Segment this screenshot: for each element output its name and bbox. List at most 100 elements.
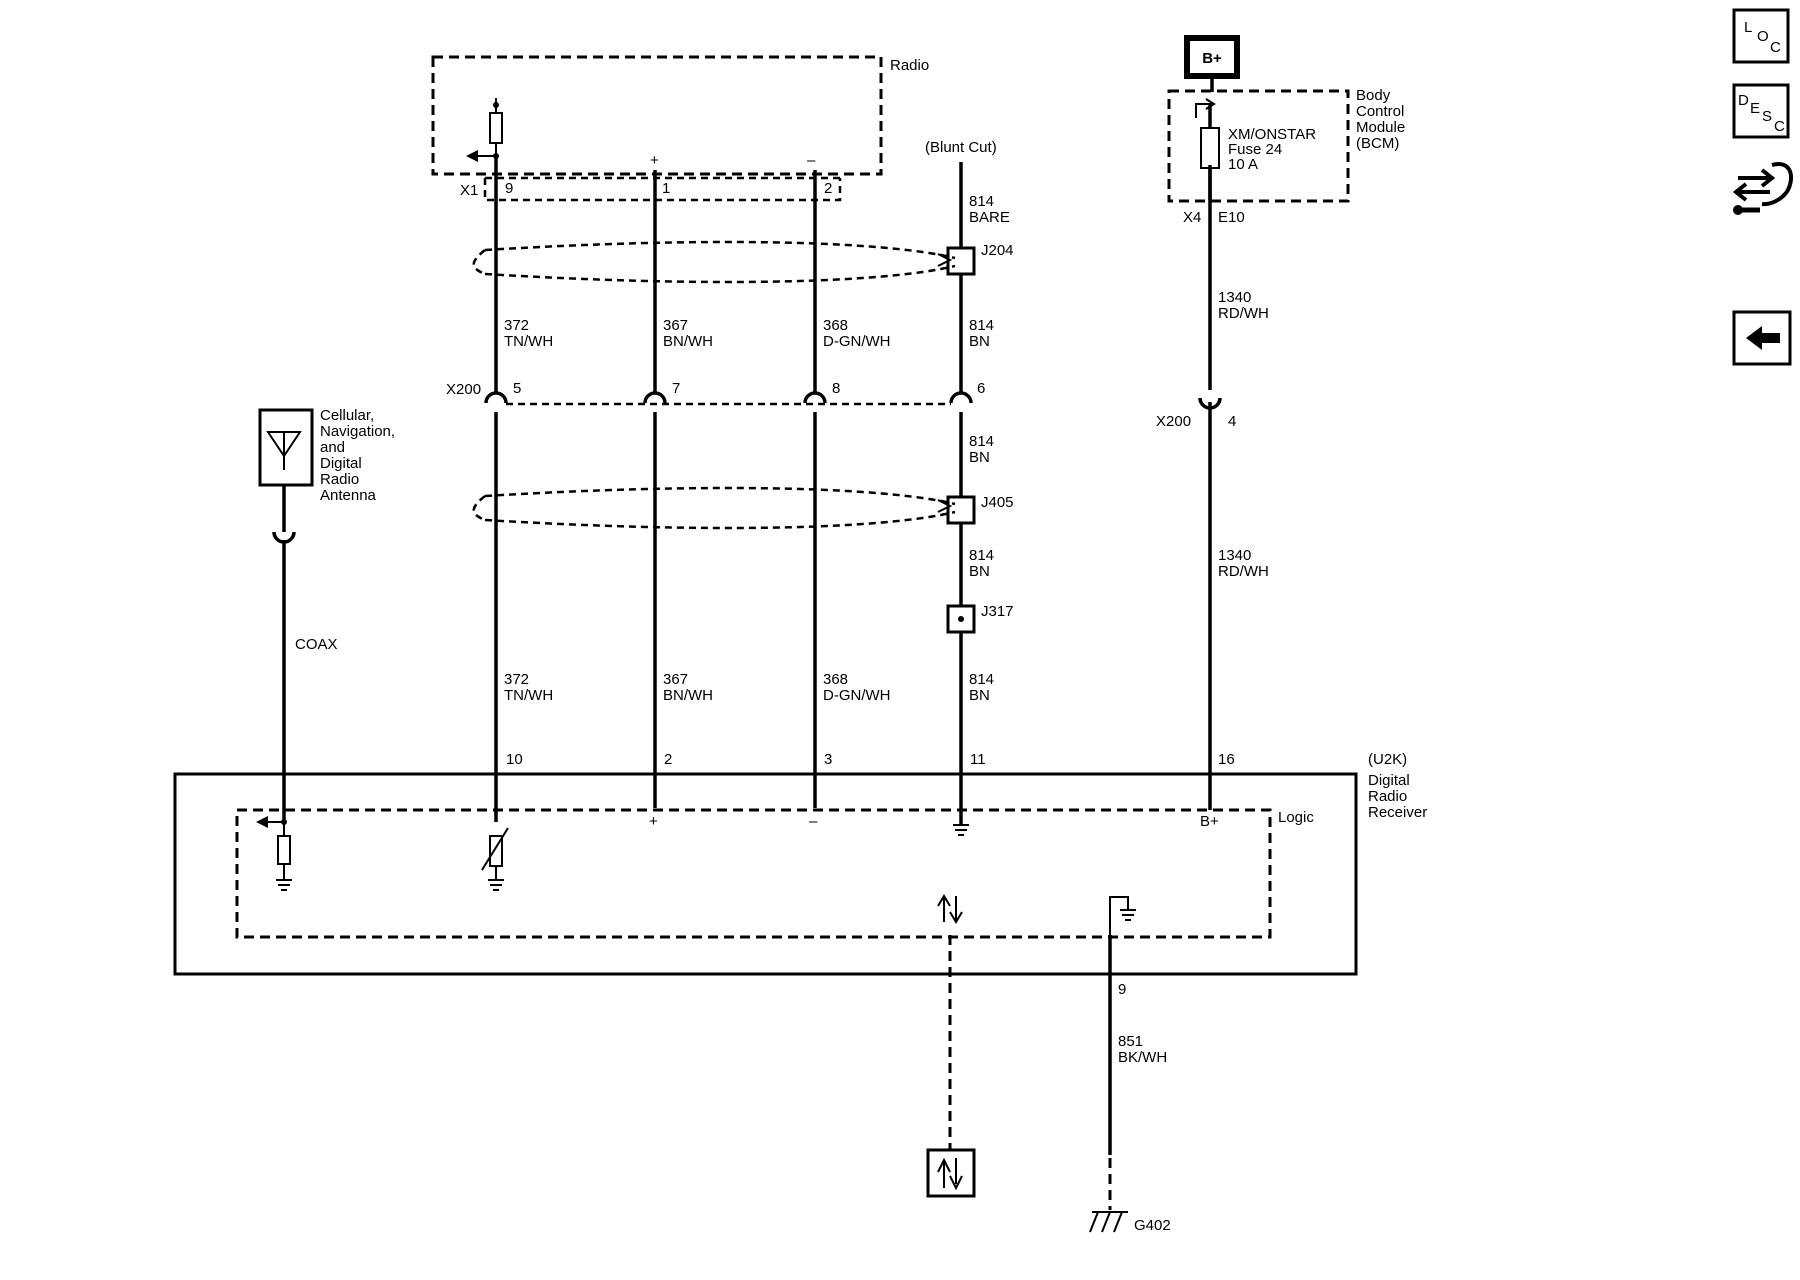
x200-pin-6: 6 (977, 380, 985, 397)
wire-814-c-circuit: 814 (969, 547, 994, 564)
bcm-label-line4: (BCM) (1356, 135, 1399, 152)
radio-module: Radio + – (431, 55, 929, 176)
blunt-cut-label: (Blunt Cut) (925, 139, 997, 156)
wire-1340-b-circuit: 1340 (1218, 547, 1251, 564)
shield-lower (472, 486, 956, 530)
x200-pin-8: 8 (832, 380, 840, 397)
wire-1340 (1198, 165, 1222, 810)
desc-letter-e: E (1750, 100, 1760, 117)
wire-368-top-circuit: 368 (823, 317, 848, 334)
splice-j405: J405 (981, 494, 1014, 511)
wire-368-top-color: D-GN/WH (823, 333, 891, 350)
x200-pin-5: 5 (513, 380, 521, 397)
b-plus-label: B+ (1202, 50, 1222, 67)
antenna-label-line6: Antenna (320, 487, 377, 504)
receiver-label-line1: Digital (1368, 772, 1410, 789)
wire-851-circuit: 851 (1118, 1033, 1143, 1050)
loc-letter-o: O (1757, 28, 1769, 45)
u2k-pin-16: 16 (1218, 751, 1235, 768)
coax-label: COAX (295, 636, 338, 653)
wire-372 (484, 158, 508, 822)
wire-1340-b-color: RD/WH (1218, 563, 1269, 580)
digital-radio-receiver: (U2K) Digital Radio Receiver Logic 10 2 … (173, 751, 1427, 998)
receiver-bplus-label: B+ (1200, 813, 1219, 830)
wire-367-top-circuit: 367 (663, 317, 688, 334)
desc-letter-s: S (1762, 108, 1772, 125)
bcm-label-line2: Control (1356, 103, 1404, 120)
ground-wire-851: 851 BK/WH G402 (1089, 935, 1171, 1234)
desc-button[interactable]: D E S C (1732, 83, 1790, 139)
fuse-name: XM/ONSTAR (1228, 126, 1316, 143)
receiver-ref: (U2K) (1368, 751, 1407, 768)
wire-1340-a-color: RD/WH (1218, 305, 1269, 322)
wire-372-bot-color: TN/WH (504, 687, 553, 704)
logic-label: Logic (1278, 809, 1314, 826)
wire-367 (643, 170, 667, 808)
fuse-rating: 10 A (1228, 156, 1258, 173)
wire-814-b-color: BN (969, 449, 990, 466)
loc-button[interactable]: L O C (1732, 8, 1790, 64)
back-arrow-icon[interactable] (1732, 310, 1792, 366)
bcm-module: B+ XM/ONSTAR Fuse 24 10 A Body Control M… (1167, 35, 1405, 226)
u2k-pin-9: 9 (1118, 981, 1126, 998)
loc-letter-c: C (1770, 39, 1781, 56)
wire-814-a-color: BN (969, 333, 990, 350)
wire-851-color: BK/WH (1118, 1049, 1167, 1066)
x200-labels: X200 5 7 8 6 X200 4 (446, 380, 1236, 430)
u2k-pin-10: 10 (506, 751, 523, 768)
x1-label: X1 (460, 182, 478, 199)
x200-pin-4: 4 (1228, 413, 1236, 430)
antenna-label-line2: Navigation, (320, 423, 395, 440)
wire-coax (272, 485, 296, 822)
receiver-plus-symbol: + (649, 813, 658, 830)
fuse-number: Fuse 24 (1228, 141, 1282, 158)
wire-814-bare-circuit: 814 (969, 193, 994, 210)
serial-data-box (926, 1148, 976, 1198)
antenna-label-line4: Digital (320, 455, 362, 472)
wire-368-bot-color: D-GN/WH (823, 687, 891, 704)
connector-view-icon[interactable] (1732, 162, 1793, 215)
wire-372-top-circuit: 372 (504, 317, 529, 334)
bcm-label-line3: Module (1356, 119, 1405, 136)
wire-367-top-color: BN/WH (663, 333, 713, 350)
receiver-minus-symbol: – (809, 813, 818, 830)
wire-814-d-color: BN (969, 687, 990, 704)
receiver-label-line2: Radio (1368, 788, 1407, 805)
x4-pin-e10: E10 (1218, 209, 1245, 226)
serial-data-line (926, 935, 976, 1198)
wire-372-top-color: TN/WH (504, 333, 553, 350)
wire-367-bot-circuit: 367 (663, 671, 688, 688)
x200-left-label: X200 (446, 381, 481, 398)
wire-814 (946, 162, 976, 825)
bcm-label-line1: Body (1356, 87, 1391, 104)
splice-j204: J204 (981, 242, 1014, 259)
radio-minus-symbol: – (807, 152, 816, 169)
radio-plus-symbol: + (650, 152, 659, 169)
radio-label: Radio (890, 57, 929, 74)
x1-connector: X1 9 1 2 (460, 176, 842, 202)
antenna-label-line3: and (320, 439, 345, 456)
x200-right-label: X200 (1156, 413, 1191, 430)
splice-j317: J317 (981, 603, 1014, 620)
u2k-pin-2: 2 (664, 751, 672, 768)
x1-pin-2: 2 (824, 180, 832, 197)
x200-pin-7: 7 (672, 380, 680, 397)
wire-814-c-color: BN (969, 563, 990, 580)
wire-814-d-circuit: 814 (969, 671, 994, 688)
loc-letter-l: L (1744, 19, 1752, 36)
antenna-label-line5: Radio (320, 471, 359, 488)
wire-368 (803, 170, 827, 808)
u2k-pin-3: 3 (824, 751, 832, 768)
wire-labels: 372 TN/WH 367 BN/WH 368 D-GN/WH (Blunt C… (504, 139, 1269, 704)
x1-pin-9: 9 (505, 180, 513, 197)
wire-1340-a-circuit: 1340 (1218, 289, 1251, 306)
desc-letter-d: D (1738, 92, 1749, 109)
x4-label: X4 (1183, 209, 1201, 226)
wire-372-bot-circuit: 372 (504, 671, 529, 688)
wire-814-a-circuit: 814 (969, 317, 994, 334)
desc-letter-c: C (1774, 118, 1785, 135)
wire-814-b-circuit: 814 (969, 433, 994, 450)
wire-367-bot-color: BN/WH (663, 687, 713, 704)
shield-upper (472, 240, 956, 284)
